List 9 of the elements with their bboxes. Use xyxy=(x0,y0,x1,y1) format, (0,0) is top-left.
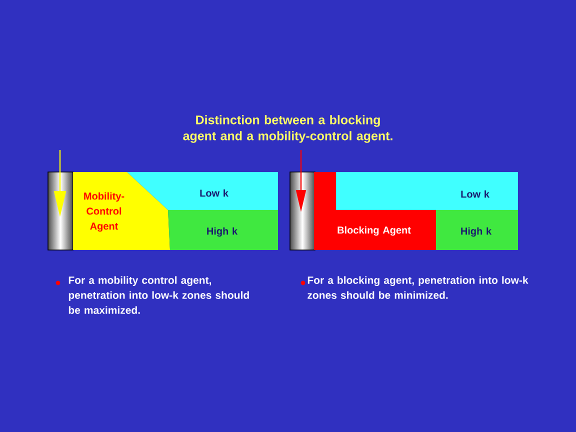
low-k-zone: Low k xyxy=(336,172,518,210)
bullet-text: For a mobility control agent, penetration into low-k zones should be maximized. xyxy=(68,276,249,314)
agent-zone: Mobility-Control Agent xyxy=(73,172,170,250)
agent-zone: Blocking Agent xyxy=(314,172,436,250)
high-k-zone: High k xyxy=(168,210,278,250)
bullet-text: For a blocking agent, penetration into low-k zones should be minimized. xyxy=(308,276,528,299)
high-k-zone: High k xyxy=(436,210,518,250)
title: Distinction between a blocking agent and a mobility-control agent. xyxy=(183,115,392,143)
low-k-zone: Low k xyxy=(127,172,278,210)
